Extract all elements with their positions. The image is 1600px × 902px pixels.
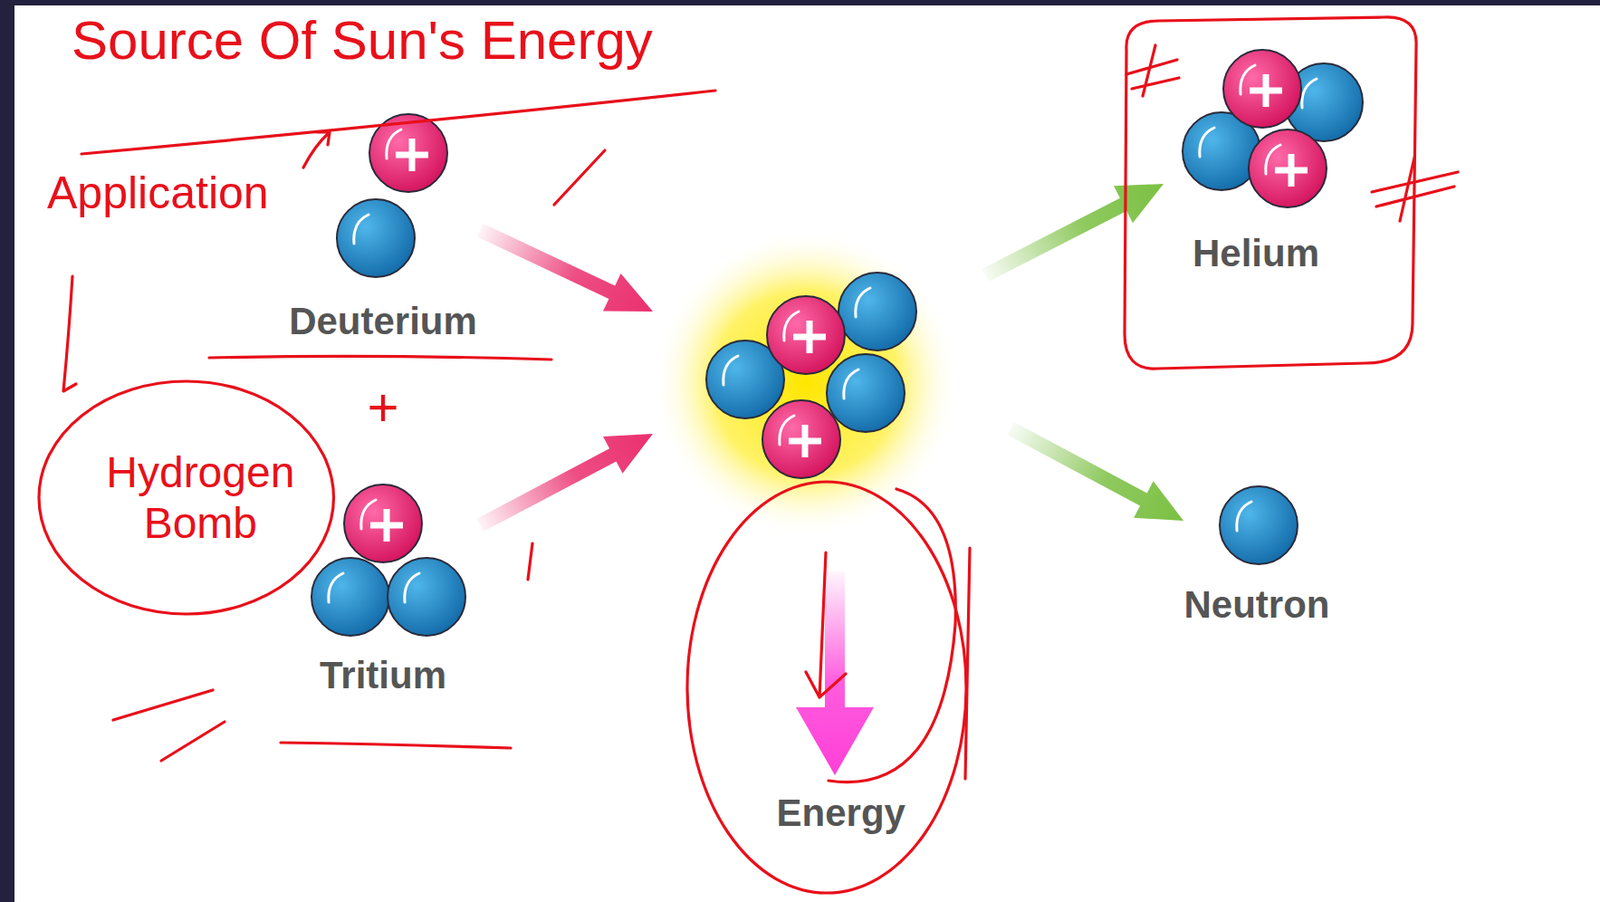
node-text: Deuterium: [288, 299, 478, 344]
particle-label: Neutron: [1184, 583, 1331, 627]
particle-highlight: [1236, 501, 1252, 531]
box-outline: [1124, 17, 1417, 369]
particle-label: Tritium: [319, 653, 447, 698]
particle-label: Deuterium: [288, 299, 478, 344]
handwritten-title: Source Of Sun's Energy: [71, 9, 653, 72]
proton: [762, 400, 841, 479]
frame-bar: [0, 0, 15, 902]
neutron: [336, 199, 415, 278]
proton: [766, 296, 845, 374]
node-outline: [1117, 15, 1424, 373]
tick-mark: [554, 150, 605, 205]
particle-highlight: [855, 287, 871, 317]
handwritten-plus: +: [366, 375, 399, 439]
proton: [1223, 49, 1302, 128]
particle-highlight: [354, 214, 369, 244]
particle-highlight: [1302, 78, 1317, 108]
tick-mark: [527, 543, 533, 580]
annotation-mark: [1126, 45, 1179, 96]
frame-bar: [0, 0, 1600, 6]
particle-highlight: [843, 369, 859, 399]
ellipse-outline: [38, 381, 335, 614]
annotation-underline: [280, 742, 511, 748]
proton: [1248, 129, 1327, 208]
text-holder: Hydrogen Bomb: [95, 447, 306, 547]
annotation-arrow: [303, 132, 330, 168]
product-arrow: [981, 183, 1164, 282]
particle-highlight: [328, 573, 344, 603]
neutron: [387, 557, 466, 636]
ellipse-outline: [687, 481, 967, 893]
node-text: Energy: [776, 791, 907, 835]
neutron: [1219, 486, 1298, 565]
particle-highlight: [723, 355, 738, 385]
text-holder: Helium: [1191, 231, 1321, 276]
handdrawn-ellipse: Energy: [683, 478, 970, 897]
proton-plus-symbol: [370, 508, 403, 542]
text-holder: Energy: [776, 791, 907, 835]
handwritten-text: Hydrogen Bomb: [95, 447, 305, 547]
proton: [344, 484, 422, 563]
node-text: Neutron: [1184, 583, 1331, 627]
proton-plus-symbol: [788, 424, 822, 458]
fusion-glow: [651, 229, 960, 537]
annotation-bracket: [63, 276, 77, 392]
annotation-loop: [828, 488, 956, 783]
neutron: [311, 557, 390, 636]
title-underline: [81, 90, 716, 154]
reaction-arrow: [477, 223, 653, 312]
annotation-underline: [209, 355, 552, 360]
proton-plus-symbol: [1274, 153, 1308, 187]
node-text: Tritium: [319, 653, 447, 698]
annotation-mark: [113, 689, 213, 720]
annotation-arrow: [805, 552, 846, 698]
node-text: Helium: [1191, 231, 1321, 276]
proton-plus-symbol: [793, 320, 826, 354]
proton-plus-symbol: [1249, 74, 1283, 107]
node-outline: [35, 377, 338, 618]
neutron: [838, 272, 917, 351]
product-arrow: [1006, 421, 1184, 521]
reaction-arrow: [476, 433, 653, 532]
annotation-mark: [161, 721, 225, 761]
proton-plus-symbol: [395, 138, 429, 172]
particle-highlight: [1199, 127, 1215, 157]
handdrawn-box: Helium: [1117, 15, 1424, 373]
neutron: [826, 354, 905, 432]
handwritten-note: Application: [47, 167, 269, 221]
particle-highlight: [404, 573, 420, 603]
handwritten-ellipse: Hydrogen Bomb: [35, 377, 338, 618]
